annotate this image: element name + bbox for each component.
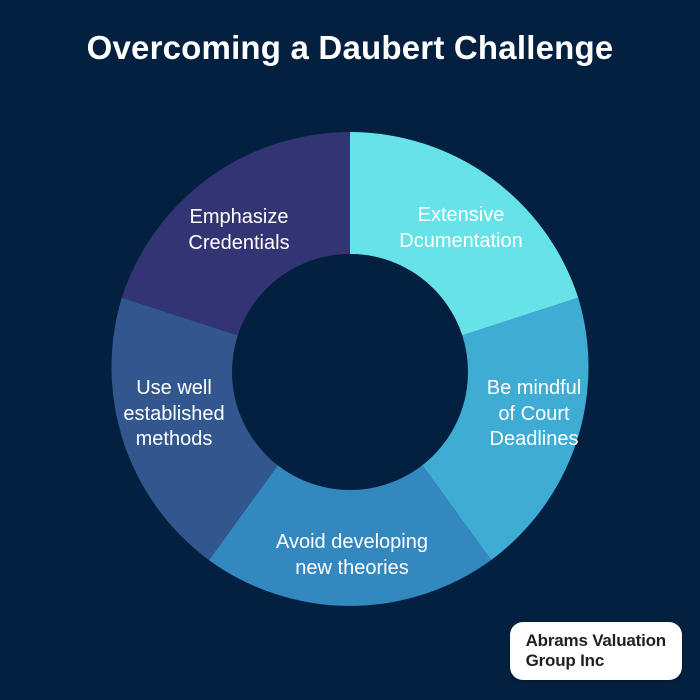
donut-slice-court-deadlines[interactable] (421, 297, 589, 561)
donut-chart-svg (111, 132, 589, 606)
company-logo: Abrams Valuation Group Inc (509, 622, 682, 680)
donut-slice-avoid-new-theories[interactable] (208, 464, 492, 606)
donut-slices (111, 132, 589, 606)
donut-slice-well-established-methods[interactable] (111, 297, 279, 561)
page-title: Overcoming a Daubert Challenge (86, 29, 614, 66)
donut-slice-extensive-documentation[interactable] (350, 132, 579, 336)
company-logo-text: Abrams Valuation Group Inc (525, 631, 667, 670)
donut-chart (110, 132, 590, 612)
donut-center-hole (232, 254, 468, 490)
donut-slice-emphasize-credentials[interactable] (121, 132, 350, 336)
